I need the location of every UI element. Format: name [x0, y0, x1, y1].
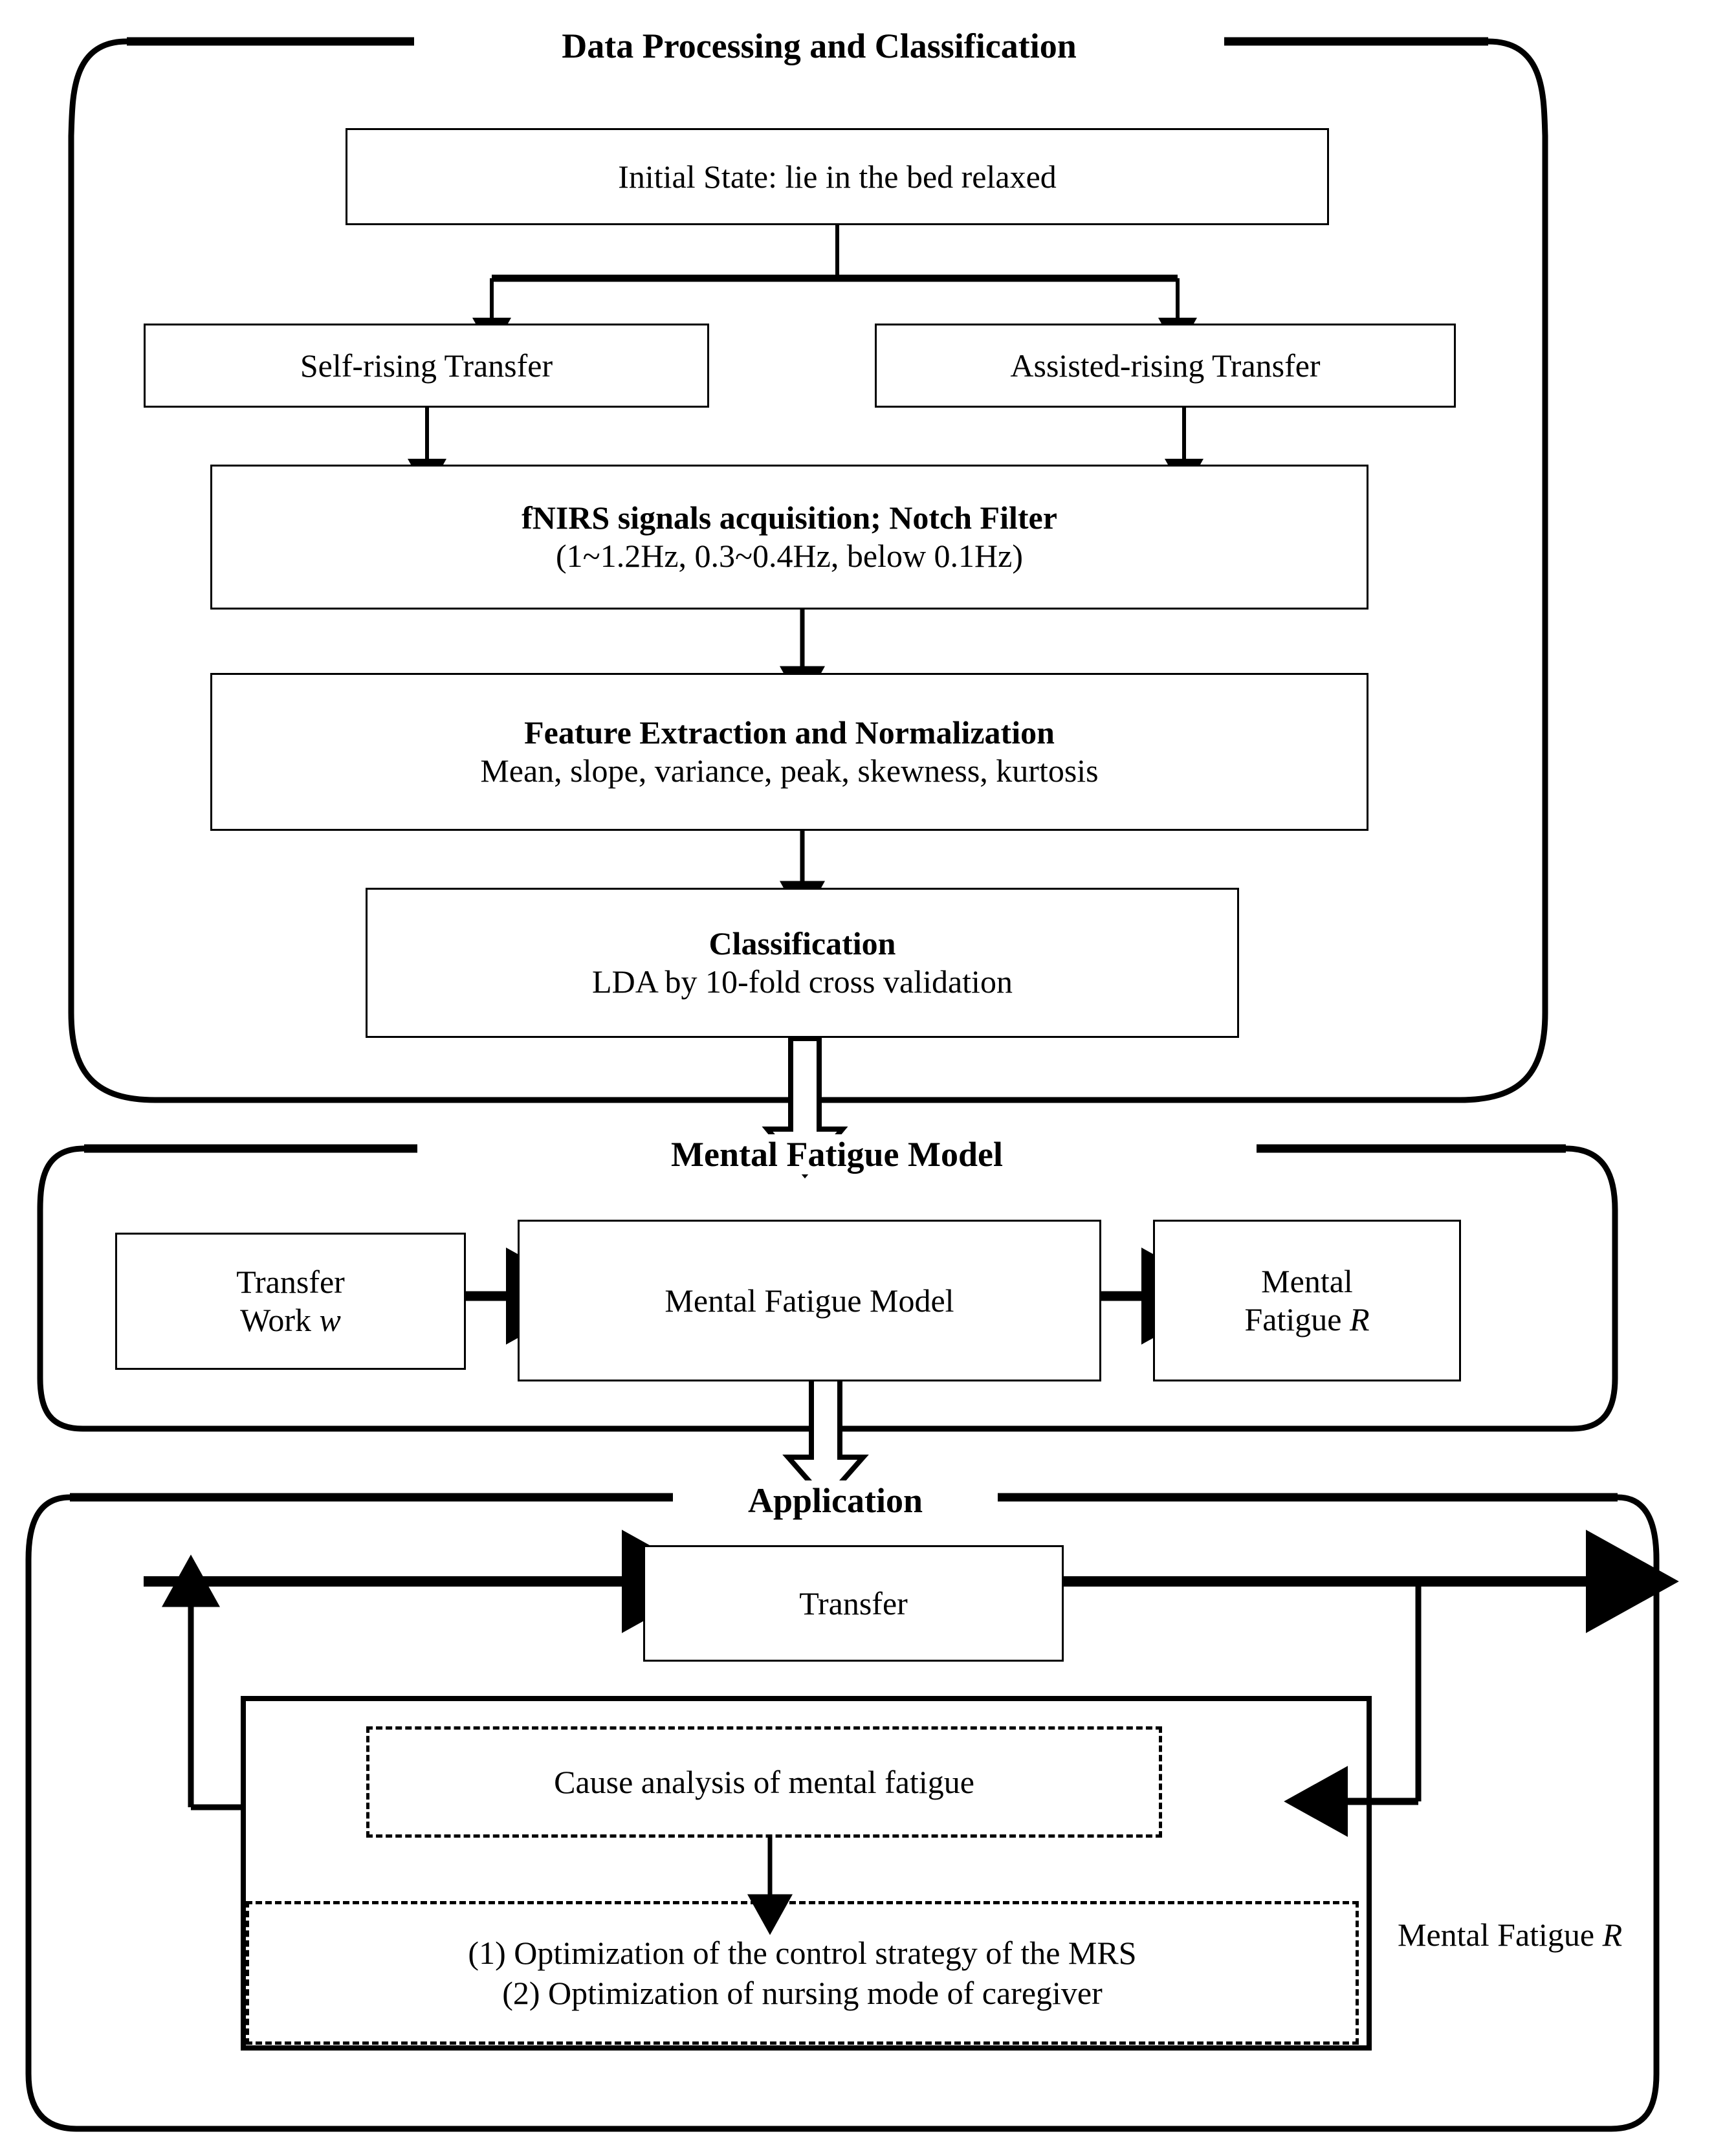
node-transfer: Transfer — [643, 1545, 1064, 1662]
node-feature-line2: Mean, slope, variance, peak, skewness, k… — [480, 753, 1099, 789]
node-assisted-rising-line1: Assisted-rising Transfer — [1010, 347, 1321, 384]
node-fnirs-line1: fNIRS signals acquisition; Notch Filter — [522, 500, 1057, 536]
connector-optimization-feedback — [162, 1554, 243, 1810]
node-output-line2: Fatigue R — [1155, 1301, 1459, 1339]
node-optimizations-line2: (2) Optimization of nursing mode of care… — [502, 1975, 1103, 2011]
label-mental-fatigue-r: Mental Fatigue R — [1398, 1917, 1631, 1954]
node-transfer-work: Transfer Work w — [115, 1233, 466, 1370]
node-cause-analysis: Cause analysis of mental fatigue — [366, 1726, 1162, 1838]
node-mental-fatigue-model: Mental Fatigue Model — [518, 1220, 1101, 1381]
node-output-line2-text: Fatigue — [1244, 1301, 1342, 1337]
node-transfer-work-line2-text: Work — [240, 1302, 311, 1338]
node-classification: Classification LDA by 10-fold cross vali… — [366, 888, 1239, 1038]
node-optimizations-line1: (1) Optimization of the control strategy… — [468, 1934, 1137, 1971]
node-transfer-line1: Transfer — [799, 1585, 908, 1622]
section-title-mental-fatigue-model: Mental Fatigue Model — [417, 1134, 1257, 1174]
node-transfer-work-line1: Transfer — [236, 1264, 345, 1300]
node-classification-line1: Classification — [709, 925, 896, 962]
node-feature-extraction: Feature Extraction and Normalization Mea… — [210, 673, 1368, 831]
section-title-data-processing: Data Processing and Classification — [414, 26, 1224, 66]
section-title-application: Application — [673, 1480, 998, 1521]
node-initial-state-line1: Initial State: lie in the bed relaxed — [618, 158, 1057, 195]
node-classification-line2: LDA by 10-fold cross validation — [592, 963, 1013, 1000]
node-cause-analysis-line1: Cause analysis of mental fatigue — [554, 1763, 974, 1800]
node-assisted-rising-transfer: Assisted-rising Transfer — [875, 324, 1456, 408]
node-model-line1: Mental Fatigue Model — [665, 1282, 954, 1319]
node-initial-state: Initial State: lie in the bed relaxed — [346, 128, 1329, 225]
connector-transfer-right — [1061, 1530, 1679, 1837]
node-fnirs-acquisition: fNIRS signals acquisition; Notch Filter … — [210, 465, 1368, 610]
node-self-rising-line1: Self-rising Transfer — [300, 347, 553, 384]
application-inner-box — [241, 1696, 1372, 2051]
label-mental-fatigue-r-line1: Mental — [1398, 1917, 1489, 1953]
node-transfer-work-symbol: w — [319, 1302, 341, 1338]
node-optimizations: (1) Optimization of the control strategy… — [246, 1901, 1359, 2045]
label-mental-fatigue-r-symbol: R — [1602, 1917, 1623, 1953]
block-arrow-to-application — [782, 1374, 869, 1504]
node-transfer-work-line2: Work w — [117, 1301, 464, 1339]
label-mental-fatigue-r-line2-text: Fatigue — [1497, 1917, 1595, 1953]
node-mental-fatigue-output: Mental Fatigue R — [1153, 1220, 1461, 1381]
node-output-symbol: R — [1349, 1301, 1370, 1337]
node-fnirs-line2: (1~1.2Hz, 0.3~0.4Hz, below 0.1Hz) — [556, 538, 1023, 574]
label-mental-fatigue-r-line2: Fatigue R — [1497, 1917, 1622, 1953]
connector-initial-to-split — [472, 224, 1197, 353]
node-self-rising-transfer: Self-rising Transfer — [144, 324, 709, 408]
node-output-line1: Mental — [1261, 1263, 1353, 1299]
node-feature-line1: Feature Extraction and Normalization — [524, 714, 1055, 751]
